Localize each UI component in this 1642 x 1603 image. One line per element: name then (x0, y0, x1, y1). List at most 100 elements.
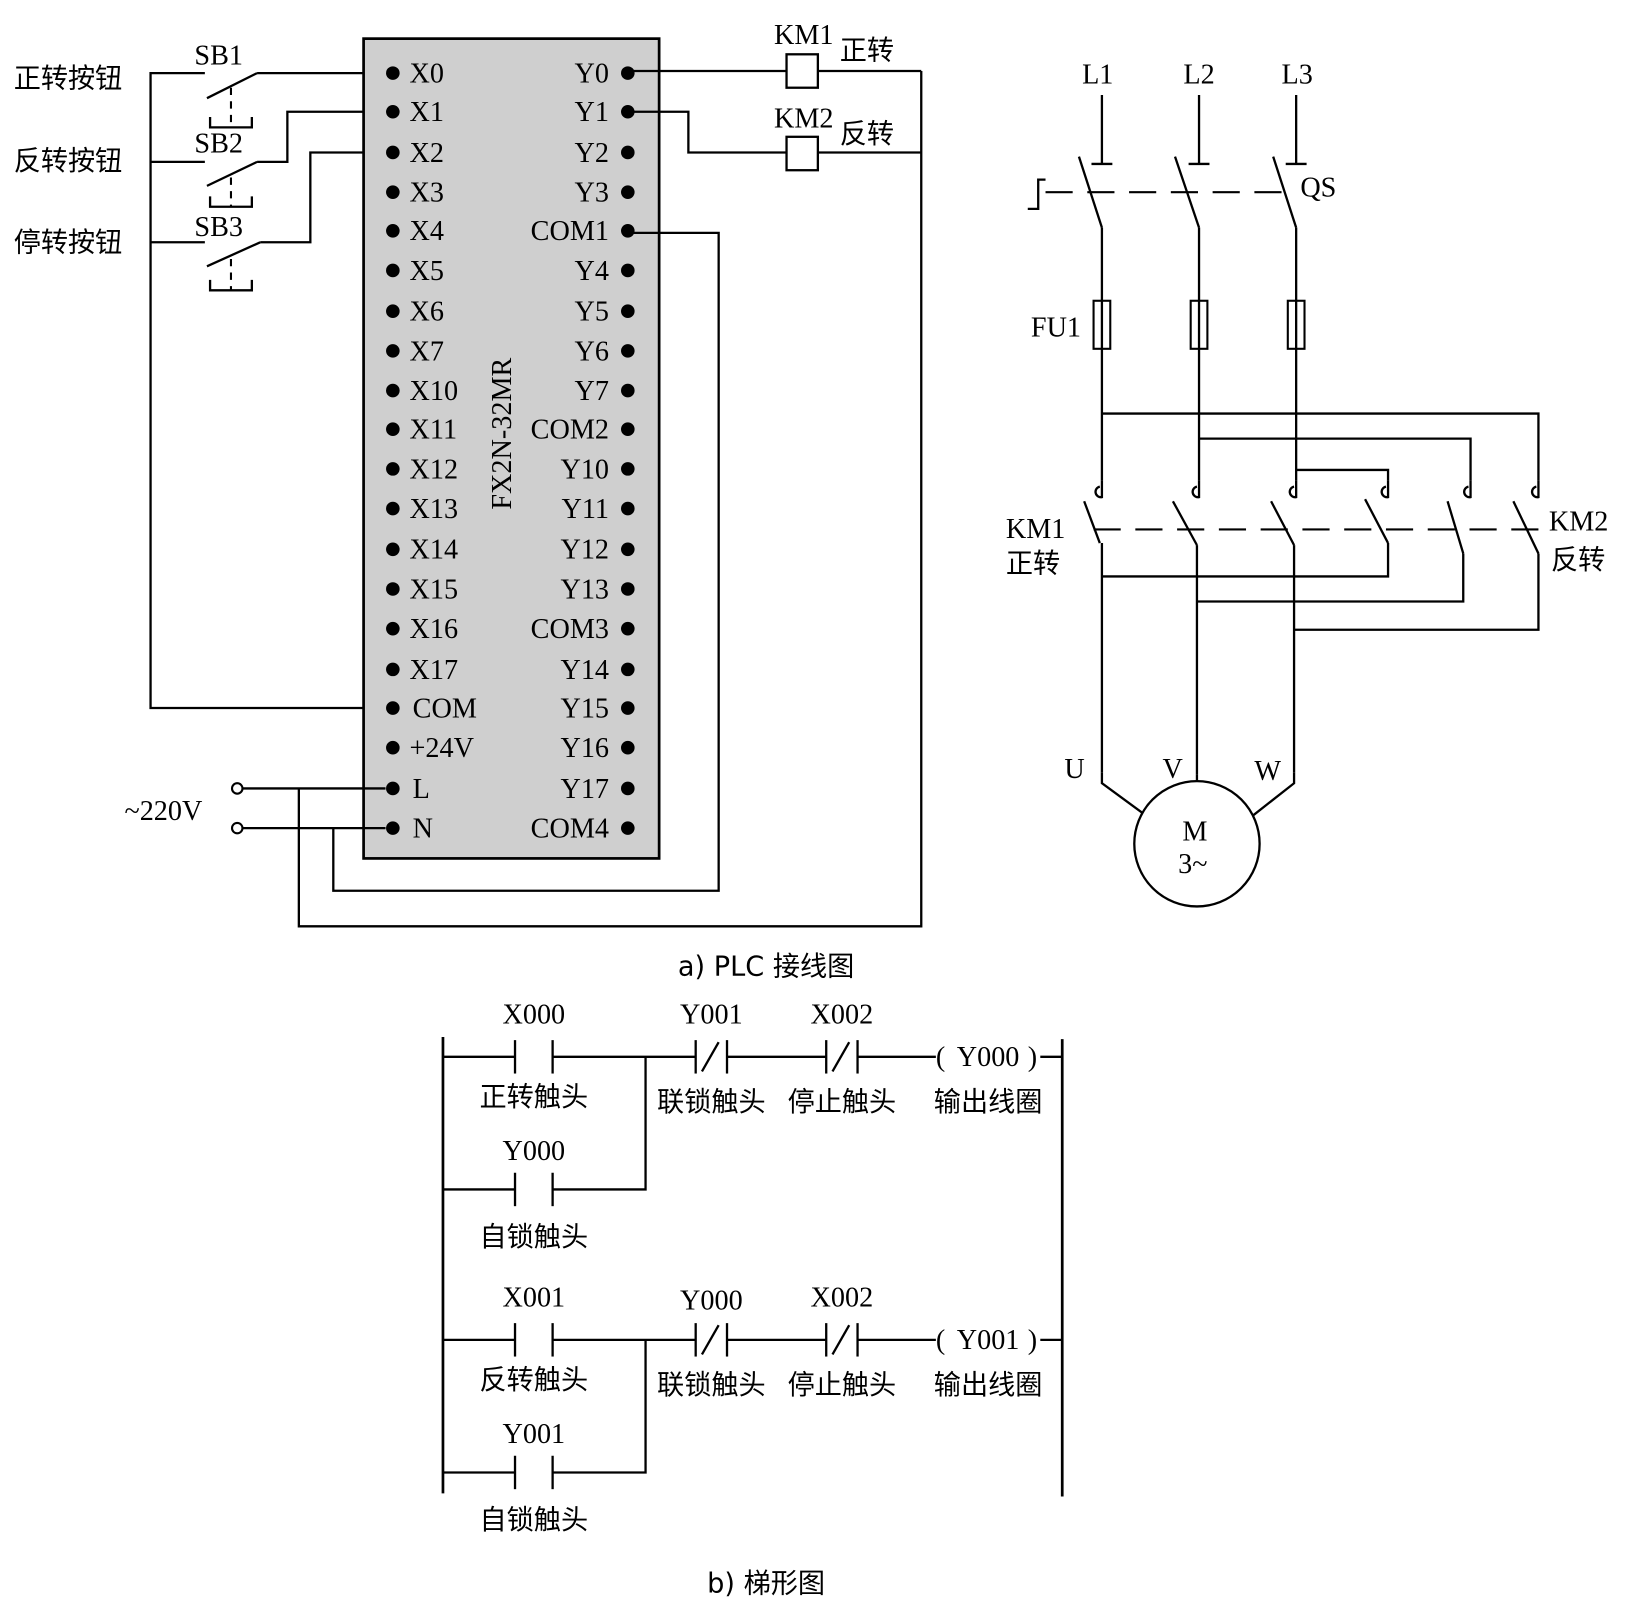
contact-address: X000 (502, 999, 565, 1030)
terminal-dot (386, 263, 400, 278)
terminal-dot (621, 740, 635, 755)
km1-coil-desc: 正转 (840, 36, 894, 67)
plc-output-y10: Y10 (560, 454, 635, 485)
contact-address: Y000 (680, 1286, 743, 1317)
plc-output-y2: Y2 (575, 138, 635, 169)
terminal-dot (386, 740, 400, 755)
contact-address: Y001 (680, 999, 743, 1030)
wiring-caption: a) PLC 接线图 (678, 951, 854, 982)
button-label-sb3: 停转按钮 (14, 228, 123, 259)
plc-output-y7: Y7 (575, 376, 635, 407)
input-terminal-label: X7 (410, 336, 444, 367)
output-terminal-label: Y1 (575, 97, 609, 128)
plc-output-y13: Y13 (560, 574, 635, 605)
ladder-diagram: X000正转触头Y000自锁触头Y001联锁触头X002停止触头(Y000)输出… (441, 999, 1064, 1600)
terminal-dot (621, 582, 635, 596)
seal-in-contact: Y001 自锁触头 (480, 1419, 589, 1536)
km1-coil-label: KM1 (774, 20, 834, 51)
contact-description: 正转触头 (480, 1082, 589, 1113)
output-terminal-label: Y3 (575, 178, 609, 209)
terminal-dot (386, 383, 400, 398)
plc-input-x4: X4 (386, 216, 444, 247)
plc-input-com: COM (386, 693, 477, 724)
terminal-dot (386, 462, 400, 476)
plc-input-x15: X15 (386, 574, 458, 605)
terminal-dot (386, 701, 400, 715)
plc-output-y16: Y16 (560, 733, 635, 764)
contact-address: X002 (811, 999, 874, 1030)
phase-l2-label: L2 (1183, 60, 1214, 91)
output-terminal-label: COM3 (531, 614, 609, 645)
terminal-dot (621, 821, 635, 835)
pushbutton-sb2: SB2 (194, 110, 386, 208)
plc-output-com4: COM4 (531, 814, 635, 845)
contact-description: 联锁触头 (657, 1370, 766, 1401)
coil-km2: KM2 反转 (633, 103, 922, 172)
motor-m: U V W M 3~ (1064, 754, 1296, 908)
contactor-hooks (1094, 480, 1540, 499)
motor-label: M (1182, 817, 1207, 848)
terminal-dot (386, 621, 400, 636)
terminal-dot (386, 821, 400, 835)
plc-input-x11: X11 (386, 415, 457, 446)
contact-description: 联锁触头 (657, 1087, 766, 1118)
contact-address: Y001 (502, 1419, 565, 1450)
plc-input-x0: X0 (386, 58, 444, 89)
terminal-dot (621, 662, 635, 677)
plc-input-24v: +24V (386, 733, 475, 764)
start-contact: X000 正转触头 (480, 999, 589, 1112)
stop-contact: X002 停止触头 (788, 999, 897, 1118)
contact-description: 停止触头 (788, 1087, 897, 1118)
terminal-dot (621, 701, 635, 715)
terminal-dot (621, 781, 635, 796)
output-terminal-label: Y6 (575, 336, 609, 367)
km2-contact-label: KM2 (1549, 507, 1609, 538)
plc-wiring-diagram: 正转按钮 反转按钮 停转按钮 SB1 SB2 SB3 (14, 20, 923, 982)
contact-address: X001 (502, 1282, 565, 1313)
terminal-dot (621, 501, 635, 516)
terminal-dot (386, 582, 400, 596)
plc-output-y14: Y14 (560, 655, 635, 686)
plc-input-x14: X14 (386, 535, 458, 566)
terminal-dot (621, 66, 635, 80)
terminal-dot (621, 224, 635, 238)
plc-output-y12: Y12 (560, 535, 635, 566)
terminal-dot (386, 422, 400, 436)
input-terminal-label: X15 (410, 574, 459, 605)
contactor-km2: KM2 反转 (1101, 498, 1609, 631)
plc-output-y6: Y6 (575, 336, 635, 367)
contact-description: 停止触头 (788, 1370, 897, 1401)
coil-close-paren: ) (1028, 1325, 1037, 1356)
plc-output-y15: Y15 (560, 693, 635, 724)
input-terminal-label: X4 (410, 216, 444, 247)
terminal-u-label: U (1064, 754, 1084, 785)
main-power-circuit: L1 L2 L3 QS FU1 (1006, 60, 1609, 908)
sb1-label: SB1 (194, 41, 243, 72)
output-terminal-label: COM2 (531, 415, 609, 446)
contact-description: 自锁触头 (480, 1505, 589, 1536)
output-terminal-label: COM4 (531, 814, 609, 845)
output-terminal-label: Y12 (560, 535, 609, 566)
km1-contact-desc: 正转 (1006, 548, 1060, 579)
plc-input-x2: X2 (386, 138, 444, 169)
plc-model-label: FX2N-32MR (487, 357, 518, 509)
coil-open-paren: ( (936, 1042, 945, 1073)
input-terminal-label: X6 (410, 297, 444, 328)
output-terminal-label: Y15 (560, 693, 609, 724)
output-terminal-label: Y17 (560, 774, 609, 805)
fu1-label: FU1 (1031, 312, 1081, 343)
input-terminal-label: X0 (410, 58, 444, 89)
output-terminal-label: Y7 (575, 376, 609, 407)
interlock-contact: Y001 联锁触头 (657, 999, 766, 1118)
input-terminal-label: L (413, 774, 430, 805)
plc-input-x5: X5 (386, 256, 444, 287)
plc-input-x16: X16 (386, 614, 458, 645)
output-terminal-label: COM1 (531, 216, 609, 247)
plc-output-com2: COM2 (531, 415, 635, 446)
output-terminal-label: Y0 (575, 58, 609, 89)
coil-description: 输出线圈 (934, 1370, 1043, 1401)
terminal-dot (621, 304, 635, 318)
phase-l3-label: L3 (1282, 60, 1313, 91)
ladder-rung-1: X000正转触头Y000自锁触头Y001联锁触头X002停止触头(Y000)输出… (442, 999, 1063, 1253)
